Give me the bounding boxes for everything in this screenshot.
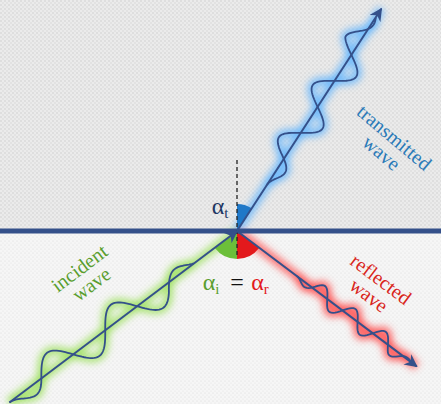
interface-line (0, 229, 441, 234)
ray-glow (9, 231, 237, 403)
ray-glow (237, 231, 417, 366)
angle-label: αi (203, 269, 220, 295)
lower-medium (0, 231, 441, 404)
upper-medium (0, 0, 441, 231)
incident-ray (9, 231, 237, 403)
normal-line (236, 160, 237, 258)
angle-label: αr (251, 269, 269, 295)
angle-label: αt (212, 193, 229, 219)
ray-layer (9, 9, 416, 403)
equals-sign: = (230, 269, 244, 295)
reflected-ray (237, 231, 417, 366)
glow-layer (9, 9, 416, 403)
